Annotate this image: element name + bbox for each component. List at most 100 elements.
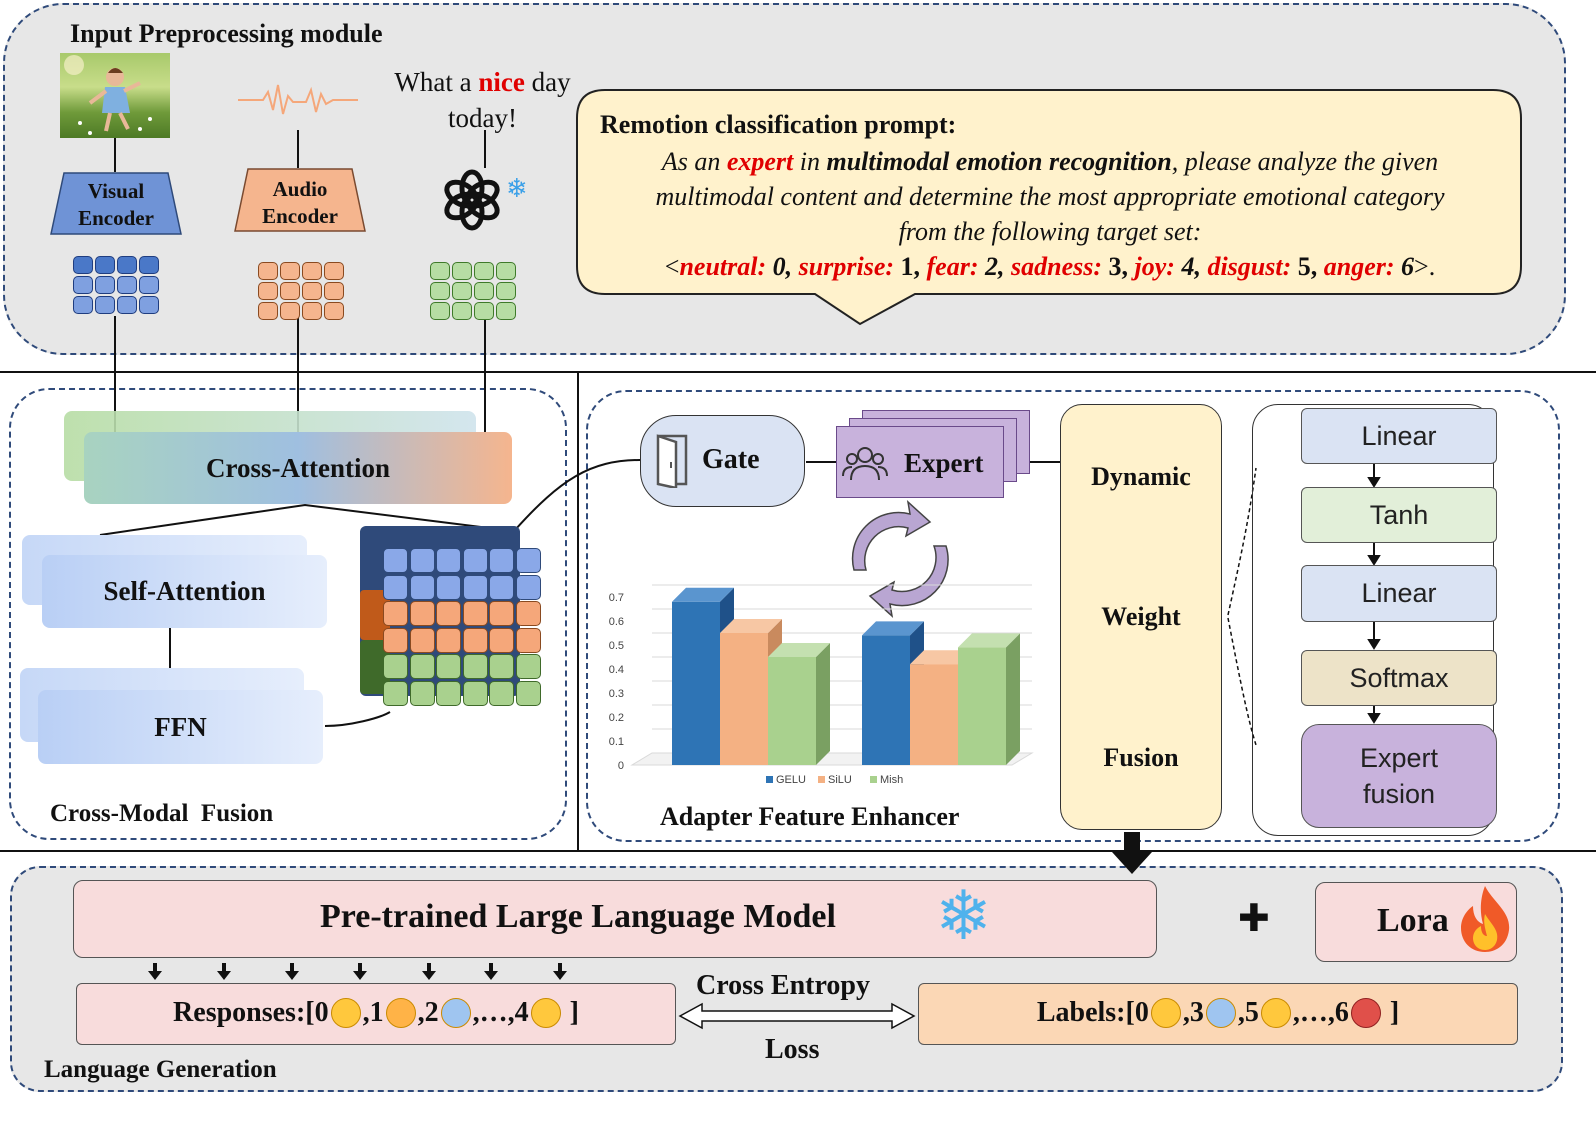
- chart-bar: [862, 635, 910, 765]
- chart-y-tick-label: 0: [618, 760, 624, 772]
- prompt-title: Remotion classification prompt:: [600, 110, 957, 139]
- emotion-name: fear:: [926, 252, 985, 281]
- neutral-label-emoji-icon: [1150, 997, 1181, 1028]
- chart-bar-top: [768, 643, 830, 657]
- sad-label-emoji-icon: [1205, 997, 1236, 1028]
- fused-token-grid: [383, 548, 541, 706]
- chart-legend-swatch: [818, 776, 825, 783]
- fusion-label: Fusion: [1103, 743, 1179, 772]
- input-module-title: Input Preprocessing module: [70, 19, 383, 48]
- chart-bar-side: [1006, 633, 1020, 765]
- chart-y-tick-label: 0.4: [609, 664, 624, 676]
- emotion-id: 1,: [900, 252, 927, 281]
- emotion-id: 5,: [1297, 252, 1324, 281]
- chart-bar: [672, 601, 720, 765]
- text-token-grid: [430, 262, 516, 320]
- labels-text: Labels:[0,3,5,…,6 ]: [1036, 997, 1400, 1028]
- dynamic-label: Dynamic: [1091, 462, 1191, 491]
- frozen-snowflake-icon: ❄: [935, 877, 992, 956]
- joy-emoji-icon: [530, 997, 561, 1028]
- users-icon: [842, 447, 888, 481]
- emotion-name: anger:: [1323, 252, 1402, 281]
- anger-label-emoji-icon: [1350, 997, 1381, 1028]
- neutral-emoji-icon: [330, 997, 361, 1028]
- emotion-name: joy:: [1134, 252, 1182, 281]
- emotion-name: sadness:: [1011, 252, 1109, 281]
- adapter-panel: [586, 390, 1560, 842]
- chart-bar: [768, 657, 816, 765]
- emotion-id: 4,: [1181, 252, 1208, 281]
- responses-text: Responses:[0,1,2,…,4 ]: [173, 997, 579, 1028]
- visual-token-grid: [73, 256, 159, 314]
- chart-bar-top: [958, 633, 1020, 648]
- prompt-callout-shape: [576, 89, 1522, 326]
- chart-legend-swatch: [766, 776, 773, 783]
- divider-top: [0, 371, 1596, 373]
- flow-linear-2: Linear: [1301, 565, 1497, 622]
- gate-label: Gate: [702, 444, 760, 475]
- audio-token-grid: [258, 262, 344, 320]
- chart-legend-label: GELU: [776, 774, 806, 785]
- chart-bar-top: [672, 587, 734, 602]
- loss-bottom-label: Loss: [765, 1034, 820, 1065]
- llm-label: Pre-trained Large Language Model: [320, 898, 836, 935]
- fusion-panel: [9, 388, 567, 840]
- chart-bar: [958, 647, 1006, 765]
- chart-y-tick-label: 0.2: [609, 712, 624, 724]
- self-attention-block: Self-Attention: [42, 555, 327, 628]
- fear-emoji-icon: [440, 997, 471, 1028]
- text-encoder-logo-icon: [444, 169, 500, 231]
- cycle-arrows-icon: [851, 500, 949, 619]
- emotion-name: surprise:: [798, 252, 901, 281]
- emotion-id: 0,: [772, 252, 799, 281]
- text-sample: What a nice day today!: [394, 67, 571, 133]
- adapter-title: Adapter Feature Enhancer: [660, 802, 960, 831]
- emotion-name: neutral:: [679, 252, 773, 281]
- fusion-title: Cross-Modal Fusion: [50, 800, 274, 827]
- child-photo: [60, 53, 170, 138]
- chart-bar-top: [910, 650, 972, 665]
- weight-label: Weight: [1101, 602, 1181, 631]
- loss-top-label: Cross Entropy: [696, 970, 871, 1001]
- chart-y-tick-label: 0.6: [609, 616, 624, 628]
- frozen-snowflake-small-icon: ❄: [506, 174, 528, 204]
- audio-waveform-icon: [238, 84, 358, 115]
- emotion-name: disgust:: [1207, 252, 1298, 281]
- chart-bar: [720, 633, 768, 765]
- flow-expert-fusion: Expert fusion: [1301, 724, 1497, 828]
- chart-legend-swatch: [870, 776, 877, 783]
- chart-y-tick-label: 0.5: [609, 640, 624, 652]
- cross-attention-block: Cross-Attention: [84, 432, 512, 504]
- plus-icon: ✚: [1238, 896, 1270, 940]
- chart-bar-top: [720, 619, 782, 633]
- divider-middle: [577, 372, 579, 850]
- door-icon: [656, 434, 688, 488]
- flow-tanh: Tanh: [1301, 487, 1497, 543]
- disgust-label-emoji-icon: [1260, 997, 1291, 1028]
- chart-bar-side: [816, 643, 830, 765]
- emotion-label-set: neutral: 0, surprise: 1, fear: 2, sadnes…: [679, 252, 1414, 281]
- dynamic-weight-fusion-block: [1060, 404, 1222, 830]
- chart-legend-label: SiLU: [828, 774, 852, 785]
- lora-label: Lora: [1377, 902, 1449, 939]
- chart-bar: [910, 664, 958, 765]
- generation-title: Language Generation: [44, 1056, 277, 1083]
- surprise-emoji-icon: [385, 997, 416, 1028]
- emotion-id: 3,: [1108, 252, 1135, 281]
- divider-bottom: [0, 850, 1596, 852]
- ffn-block: FFN: [38, 690, 323, 764]
- flow-linear-1: Linear: [1301, 408, 1497, 464]
- expert-label: Expert: [904, 448, 984, 478]
- flow-softmax: Softmax: [1301, 650, 1497, 706]
- emotion-id: 6: [1401, 252, 1415, 281]
- visual-encoder-shape: [50, 172, 182, 235]
- audio-encoder-shape: [234, 168, 366, 232]
- chart-y-tick-label: 0.3: [609, 688, 624, 700]
- responses-block: [76, 983, 676, 1045]
- prompt-body: As an expert in multimodal emotion recog…: [655, 147, 1445, 281]
- chart-y-tick-label: 0.1: [609, 736, 624, 748]
